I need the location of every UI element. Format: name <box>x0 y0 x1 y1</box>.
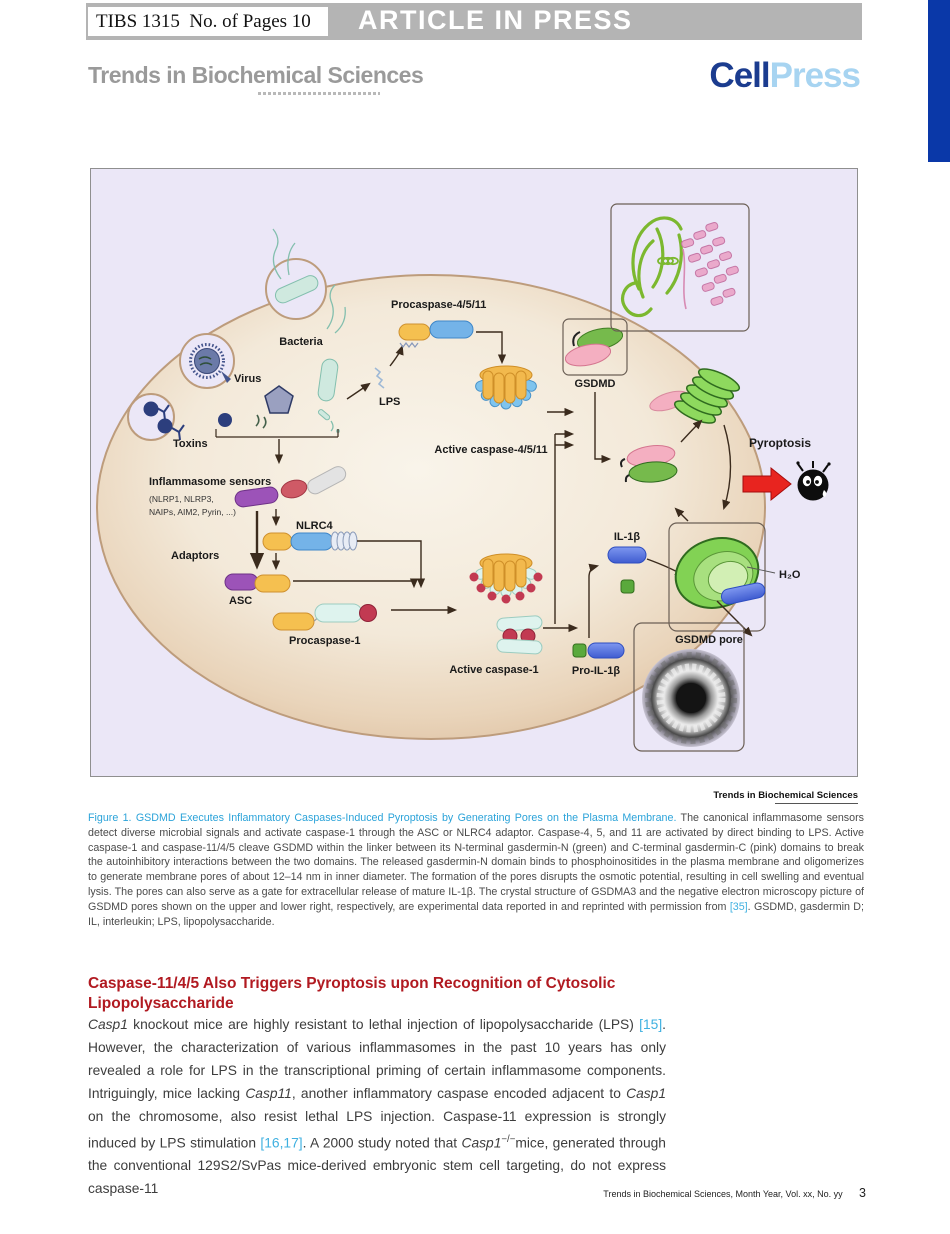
cellpress-logo: CellPress <box>709 56 861 96</box>
footer-page-number: 3 <box>859 1186 866 1200</box>
bacteria-icon <box>272 228 346 433</box>
active-caspase-1-label: Active caspase-1 <box>449 664 538 676</box>
il1b-icon <box>607 546 647 564</box>
body-paragraph: Casp1 knockout mice are highly resistant… <box>88 1014 666 1201</box>
page-edge-bar <box>928 0 950 162</box>
asc-label: ASC <box>229 595 252 607</box>
figure-1: Bacteria Virus Toxins LPS Procas <box>90 168 858 777</box>
bacteria-label: Bacteria <box>279 336 323 348</box>
active-caspase-1-icon <box>469 553 543 604</box>
text-segment: . GSDMD, gasdermin D; IL, interleukin; L… <box>88 900 864 928</box>
toxins-icon <box>143 401 185 441</box>
figure-watermark: Trends in Biochemical Sciences <box>713 790 858 801</box>
sensor-molecule-icon <box>234 466 347 508</box>
text-segment: Figure 1. GSDMD Executes Inflammatory Ca… <box>88 812 677 824</box>
virus-label: Virus <box>234 373 261 385</box>
pyroptosis-arrow-icon <box>742 466 792 502</box>
section-heading: Caspase-11/4/5 Also Triggers Pyroptosis … <box>88 975 616 1012</box>
text-segment: on the chromosome, also resist lethal LP… <box>88 1108 666 1151</box>
h2o-label: H₂O <box>779 569 801 581</box>
text-segment: Casp11 <box>245 1085 292 1101</box>
figure-caption: Figure 1. GSDMD Executes Inflammatory Ca… <box>88 811 864 929</box>
banner-title: ARTICLE IN PRESS <box>358 5 633 35</box>
virus-icon <box>189 343 231 383</box>
nlrc4-icon <box>262 531 358 551</box>
inflammasome-sensors-label: Inflammasome sensors <box>149 476 271 488</box>
procaspase-1-label: Procaspase-1 <box>289 635 361 647</box>
prodomain-icon <box>620 579 635 594</box>
sensors-sublabel-1: (NLRP1, NLRP3, <box>149 494 214 504</box>
page-footer: Trends in Biochemical Sciences, Month Ye… <box>0 1184 866 1202</box>
citation-link[interactable]: [16,17] <box>260 1135 303 1151</box>
pathogen-pentagon-icon <box>264 385 294 414</box>
cell-body <box>96 274 766 740</box>
asc-icon <box>224 573 291 593</box>
figure-watermark-underline <box>775 803 858 804</box>
gsdma3-crystal-structure <box>621 216 739 318</box>
gsdmd-label: GSDMD <box>575 378 616 390</box>
nlrc4-label: NLRC4 <box>296 520 334 532</box>
citation-link[interactable]: [35] <box>729 900 748 913</box>
text-segment: Casp1 <box>461 1135 502 1151</box>
lps-label: LPS <box>379 396 400 408</box>
pro-il1b-icon <box>572 642 625 659</box>
text-segment: mice, generated through the conventional… <box>88 1135 666 1196</box>
active-caspase-4-5-11-label: Active caspase-4/5/11 <box>434 444 547 456</box>
journal-logo: Trends in Biochemical Sciences <box>88 62 424 88</box>
gsdmd-pore-label: GSDMD pore <box>675 634 743 646</box>
pathogen-squiggles-icon <box>255 414 267 429</box>
text-segment: . A 2000 study noted that <box>302 1135 462 1151</box>
ligand-dot-icon <box>218 413 232 427</box>
toxins-label: Toxins <box>173 438 208 450</box>
text-segment: knockout mice are highly resistant to le… <box>127 1017 640 1032</box>
lps-icon <box>374 367 385 389</box>
text-segment: −/− <box>501 1133 516 1145</box>
signal-bracket <box>215 429 339 438</box>
manuscript-info-box: TIBS 1315 No. of Pages 10 <box>88 7 328 36</box>
em-pore-image <box>642 649 740 747</box>
procaspase-4-5-11-icon <box>398 320 474 348</box>
em-image-box <box>633 622 745 752</box>
il1b-label: IL-1β <box>614 531 641 543</box>
sensors-sublabel-2: NAIPs, AIM2, Pyrin, ...) <box>149 507 236 517</box>
journal-logo-tagline <box>258 92 380 95</box>
gsdmd-icon <box>564 327 624 367</box>
text-segment: Casp1 <box>626 1085 666 1101</box>
crystal-structure-box <box>610 203 750 332</box>
article-in-press-banner: TIBS 1315 No. of Pages 10 ARTICLE IN PRE… <box>86 3 862 40</box>
text-segment: Casp1 <box>88 1017 128 1032</box>
adaptors-label: Adaptors <box>171 550 219 562</box>
procaspase-4-5-11-label: Procaspase-4/5/11 <box>391 299 486 311</box>
active-caspase-1-dimer-icon <box>496 615 543 655</box>
gsdmd-membrane-oligomer-icon <box>673 368 741 424</box>
citation-link[interactable]: [15] <box>639 1017 663 1032</box>
dying-cell-icon <box>796 461 831 501</box>
procaspase-1-icon <box>272 603 377 631</box>
text-segment: The canonical inflammasome sensors detec… <box>88 812 864 913</box>
cellpress-logo-press: Press <box>769 56 861 95</box>
text-segment: , another inflammatory caspase encoded a… <box>291 1085 627 1101</box>
cellpress-logo-cell: Cell <box>709 56 770 95</box>
footer-journal-line: Trends in Biochemical Sciences, Month Ye… <box>603 1189 843 1199</box>
pro-il1b-label: Pro-IL-1β <box>572 665 621 677</box>
text-segment: . However, the characterization of vario… <box>88 1017 666 1101</box>
manuscript-info: TIBS 1315 No. of Pages 10 <box>96 10 311 32</box>
pyroptosis-label: Pyroptosis <box>749 436 811 450</box>
cleaved-gsdmd-icon <box>620 445 678 483</box>
gsdmd-pore-box <box>668 522 766 632</box>
gsdmd-box <box>562 318 628 376</box>
pyroptosis-figure: Bacteria Virus Toxins LPS Procas <box>96 203 831 752</box>
active-caspase-4-5-11-icon <box>475 365 537 410</box>
il1b-through-pore-icon <box>720 582 766 605</box>
